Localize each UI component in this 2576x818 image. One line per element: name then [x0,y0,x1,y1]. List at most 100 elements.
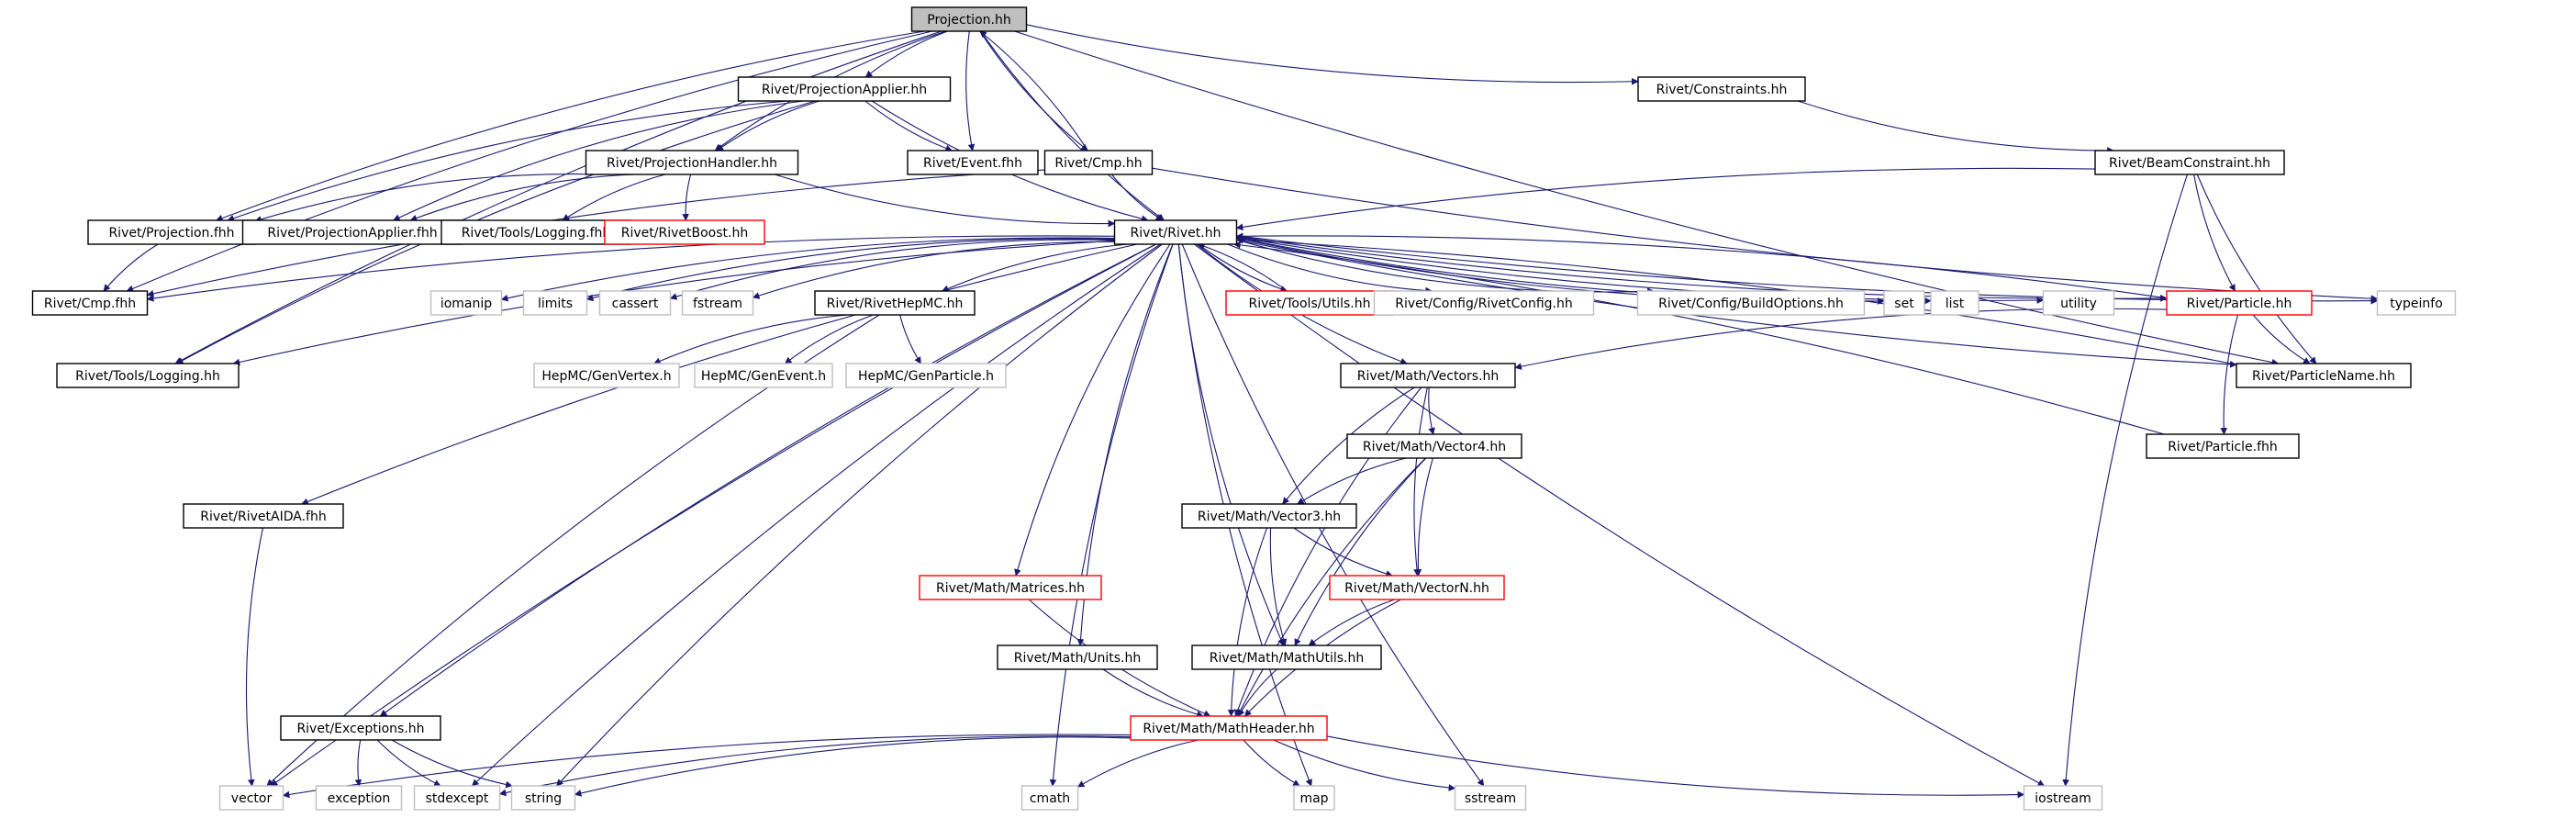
node-sstream[interactable]: sstream [1454,785,1527,811]
node-constraints-hh[interactable]: Rivet/Constraints.hh [1637,76,1806,102]
node-set[interactable]: set [1883,290,1925,316]
node-typeinfo[interactable]: typeinfo [2376,290,2457,316]
node-box [1637,76,1806,102]
node-list[interactable]: list [1930,290,1979,316]
node-particle-fhh[interactable]: Rivet/Particle.fhh [2146,433,2300,459]
edge-vector3-hh-to-vectorn-hh [1293,527,1393,577]
node-box [440,219,631,245]
node-rivetboost-hh[interactable]: Rivet/RivetBoost.hh [604,219,765,245]
node-stdexcept[interactable]: stdexcept [413,785,501,811]
node-label: Rivet/Event.fhh [923,156,1022,171]
node-rivetconfig-hh[interactable]: Rivet/Config/RivetConfig.hh [1373,290,1595,316]
edge-rivet-hh-to-rivetconfig-hh [1227,243,1433,295]
node-label: Rivet/Math/Vector3.hh [1198,510,1341,524]
node-exceptions-hh[interactable]: Rivet/Exceptions.hh [280,715,441,741]
edge-mathheader-hh-to-map [1243,739,1300,787]
edge-rivetaida-fhh-to-vector [245,527,263,787]
node-cmath[interactable]: cmath [1020,785,1079,811]
node-particle-hh[interactable]: Rivet/Particle.hh [2166,290,2313,316]
node-cassert[interactable]: cassert [598,290,672,316]
edge-rivet-hh-to-utility [1236,236,2045,304]
edge-exceptions-hh-to-stdexcept [376,739,441,787]
node-exception[interactable]: exception [315,785,403,811]
edge-beamconstraint-hh-to-particle-hh [2193,174,2236,292]
node-projectionapplier-fhh[interactable]: Rivet/ProjectionApplier.fhh [241,219,463,245]
node-box [56,363,240,388]
node-vector4-hh[interactable]: Rivet/Math/Vector4.hh [1346,433,1522,459]
node-projection-hh[interactable]: Projection.hh [910,6,1028,32]
node-label: Rivet/RivetBoost.hh [621,226,748,241]
edge-projection-hh-to-cmp-fhh [126,30,932,292]
node-tools-logging-hh[interactable]: Rivet/Tools/Logging.hh [56,363,240,388]
edge-projection-hh-to-cmp-hh [979,30,1088,151]
node-label: Rivet/Math/Matrices.hh [936,581,1085,596]
node-label: vector [231,791,273,806]
edge-rivet-hh-to-matrices-hh [1014,243,1171,577]
node-box [585,150,799,175]
node-iostream[interactable]: iostream [2023,785,2103,811]
edge-mathheader-hh-to-sstream [1273,739,1456,791]
node-label: sstream [1465,791,1516,806]
edge-rivethepmc-hh-to-genvertex-h [652,314,848,364]
node-box [681,290,754,316]
edge-projection-hh-to-constraints-hh [1026,24,1639,85]
node-vector[interactable]: vector [218,785,284,811]
node-units-hh[interactable]: Rivet/Math/Units.hh [997,644,1158,670]
node-label: Rivet/Math/Vector4.hh [1363,440,1506,454]
node-rivetaida-fhh[interactable]: Rivet/RivetAIDA.fhh [183,503,344,529]
node-label: Rivet/Rivet.hh [1131,226,1221,241]
node-tools-utils-hh[interactable]: Rivet/Tools/Utils.hh [1225,290,1394,316]
node-vector3-hh[interactable]: Rivet/Math/Vector3.hh [1181,503,1357,529]
edge-mathheader-hh-to-cmath [1076,739,1199,788]
node-buildoptions-hh[interactable]: Rivet/Config/BuildOptions.hh [1636,290,1866,316]
node-label: list [1946,297,1965,311]
edge-cmp-hh-to-cmp-fhh [146,169,1045,297]
node-vectors-hh[interactable]: Rivet/Math/Vectors.hh [1340,363,1516,388]
edge-rivet-hh-to-stdexcept [471,243,1161,787]
node-cmp-hh[interactable]: Rivet/Cmp.hh [1043,150,1154,175]
node-iomanip[interactable]: iomanip [429,290,503,316]
node-utility[interactable]: utility [2042,290,2115,316]
node-label: string [525,791,562,806]
node-matrices-hh[interactable]: Rivet/Math/Matrices.hh [919,575,1102,600]
node-cmp-fhh[interactable]: Rivet/Cmp.fhh [31,290,149,316]
node-genvertex-h[interactable]: HepMC/GenVertex.h [533,363,680,388]
node-beamconstraint-hh[interactable]: Rivet/BeamConstraint.hh [2094,150,2285,175]
edge-projectionapplier-hh-to-event-fhh [864,100,953,152]
node-rivet-hh[interactable]: Rivet/Rivet.hh [1113,219,1238,245]
node-box [694,363,833,388]
node-limits[interactable]: limits [522,290,588,316]
node-box [737,76,952,102]
node-particlename-hh[interactable]: Rivet/ParticleName.hh [2236,363,2412,388]
node-event-fhh[interactable]: Rivet/Event.fhh [907,150,1039,175]
node-label: Rivet/Math/Vectors.hh [1357,369,1500,384]
edge-rivethepmc-hh-to-genevent-h [784,314,874,364]
node-label: HepMC/GenVertex.h [541,369,671,384]
node-genevent-h[interactable]: HepMC/GenEvent.h [694,363,833,388]
node-projectionapplier-hh[interactable]: Rivet/ProjectionApplier.hh [737,76,952,102]
node-label: Rivet/Cmp.hh [1054,156,1142,171]
node-genparticle-h[interactable]: HepMC/GenParticle.h [845,363,1007,388]
node-tools-logging-fhh[interactable]: Rivet/Tools/Logging.fhh [440,219,631,245]
node-box [2236,363,2412,388]
node-vectorn-hh[interactable]: Rivet/Math/VectorN.hh [1329,575,1505,600]
edge-cmp-hh-to-rivet-hh [1110,174,1164,221]
node-projection-fhh[interactable]: Rivet/Projection.fhh [87,219,256,245]
node-box [1020,785,1079,811]
node-box [218,785,284,811]
edge-projectionhandler-hh-to-rivetboost-hh [682,174,692,221]
node-mathutils-hh[interactable]: Rivet/Math/MathUtils.hh [1191,644,1382,670]
node-rivethepmc-hh[interactable]: Rivet/RivetHepMC.hh [814,290,976,316]
node-box [510,785,576,811]
node-mathheader-hh[interactable]: Rivet/Math/MathHeader.hh [1130,715,1328,741]
node-string[interactable]: string [510,785,576,811]
edge-projection-hh-to-projectionapplier-hh [864,30,948,78]
node-box [429,290,503,316]
edge-rivethepmc-hh-to-genparticle-h [899,314,921,364]
node-projectionhandler-hh[interactable]: Rivet/ProjectionHandler.hh [585,150,799,175]
node-box [315,785,403,811]
node-label: set [1894,297,1914,311]
node-map[interactable]: map [1293,785,1335,811]
node-fstream[interactable]: fstream [681,290,754,316]
node-box [241,219,463,245]
